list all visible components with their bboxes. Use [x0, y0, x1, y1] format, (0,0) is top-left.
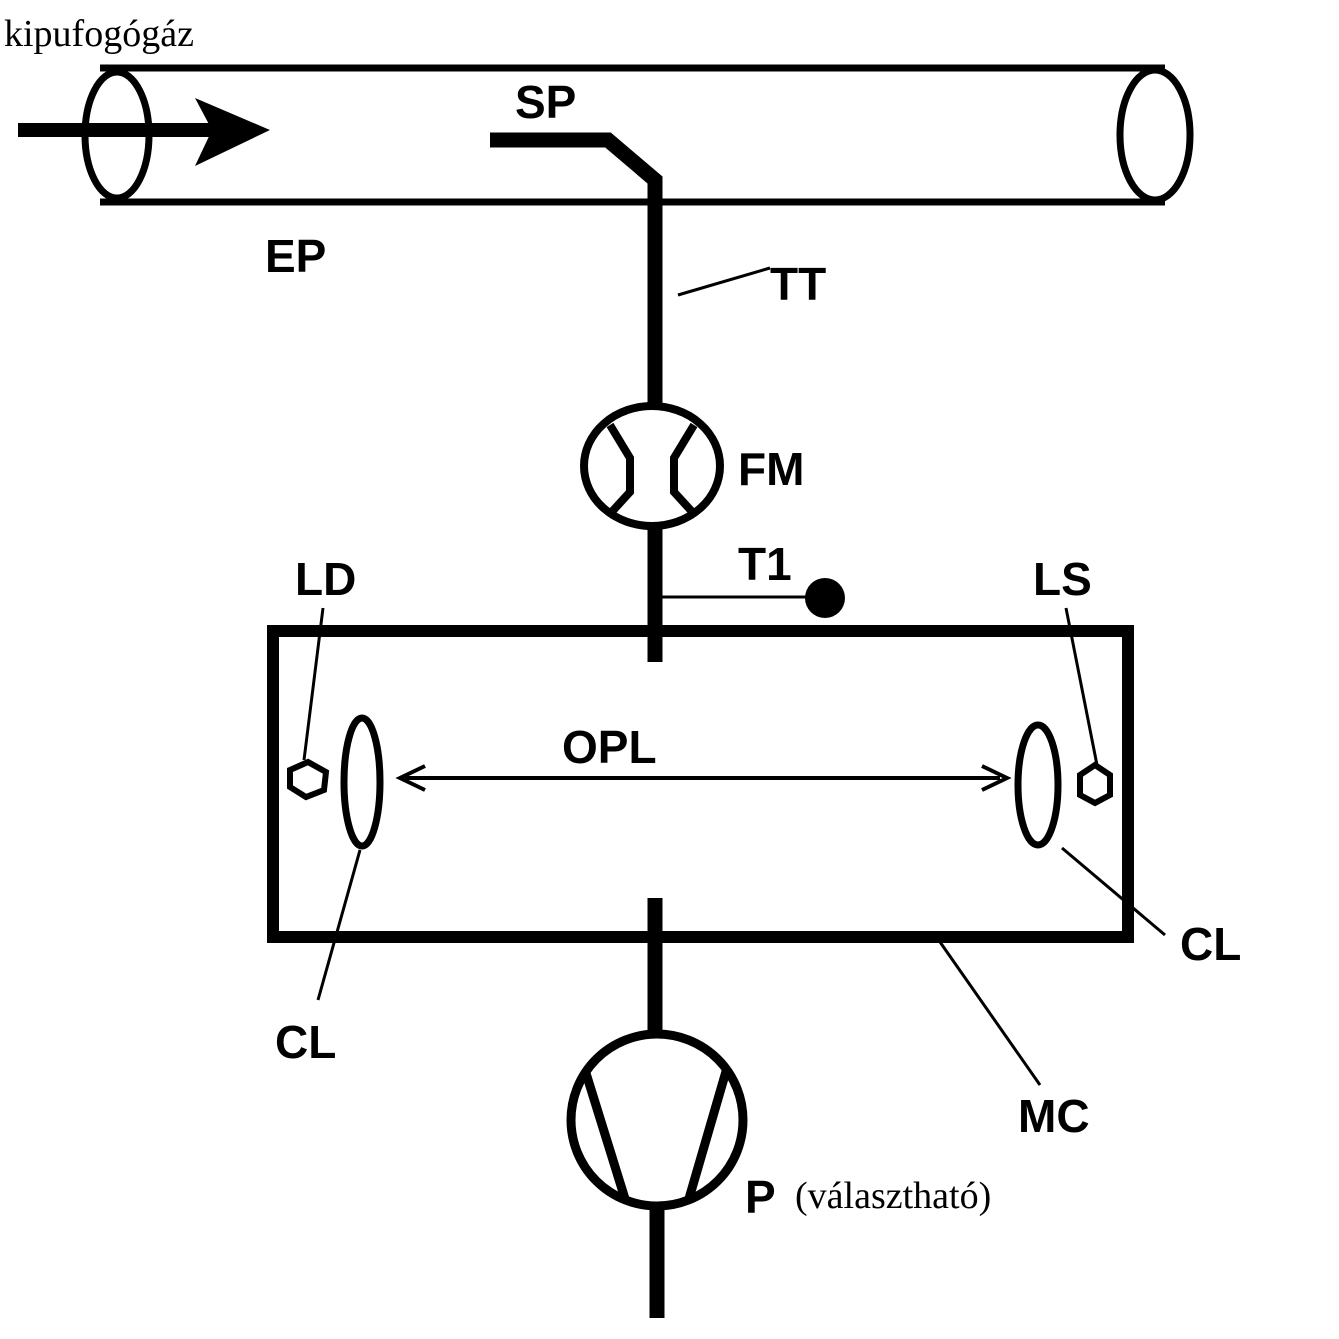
tt-leader	[677, 266, 771, 297]
pump-icon	[566, 1029, 748, 1211]
flow-arrow-icon	[18, 98, 270, 166]
sampling-probe	[490, 132, 663, 410]
label-ld: LD	[295, 553, 356, 605]
label-ls: LS	[1033, 553, 1092, 605]
label-cl-left: CL	[275, 1016, 336, 1068]
exhaust-gas-title: kipufogógáz	[4, 13, 194, 55]
cl-right-leader	[1061, 846, 1166, 937]
label-p-note: (választható)	[795, 1175, 991, 1217]
label-p: P	[745, 1171, 776, 1223]
cl-left-leader	[316, 849, 362, 1001]
light-source-icon	[1077, 761, 1113, 807]
collimator-lens-right	[1014, 721, 1062, 849]
temperature-sensor-icon	[805, 578, 845, 618]
label-ep: EP	[265, 230, 326, 282]
ld-leader	[302, 607, 325, 761]
label-cl-right: CL	[1180, 918, 1241, 970]
optical-path-arrow	[395, 764, 1012, 792]
label-t1: T1	[738, 538, 792, 590]
measuring-chamber	[267, 625, 1134, 943]
light-detector-icon	[287, 758, 330, 801]
label-mc: MC	[1018, 1090, 1090, 1142]
mc-leader	[938, 941, 1042, 1086]
label-opl: OPL	[562, 721, 657, 773]
label-fm: FM	[738, 443, 804, 495]
ls-leader	[1064, 607, 1099, 766]
label-sp: SP	[515, 76, 576, 128]
collimator-lens-left	[340, 714, 384, 850]
flow-meter-icon	[580, 402, 724, 530]
label-tt: TT	[770, 258, 826, 310]
